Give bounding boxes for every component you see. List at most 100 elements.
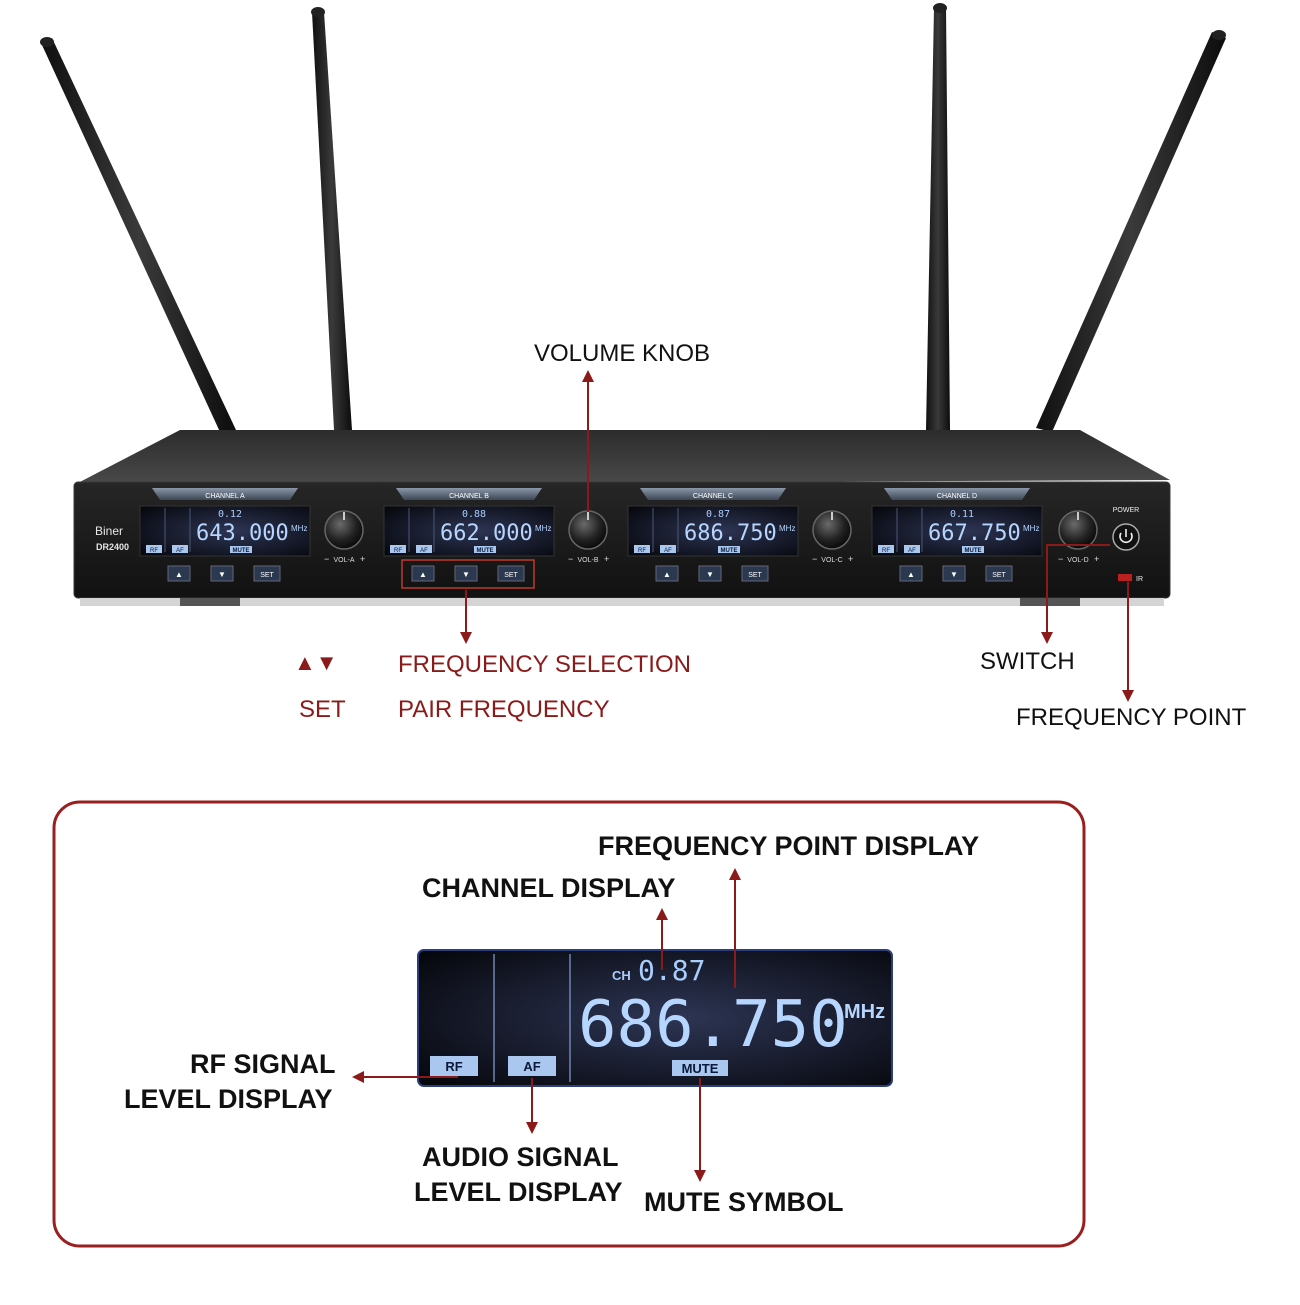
channel-c-down-button[interactable]: ▼	[698, 565, 722, 582]
channel-c-vol-label: VOL-C	[821, 557, 842, 564]
channel-c-vol-plus: +	[848, 554, 853, 564]
detail-lcd-af: AF	[523, 1059, 540, 1074]
channel-d-vol-label: VOL-D	[1067, 557, 1088, 564]
channel-d-lcd	[871, 505, 1043, 557]
channel-c-ch: 0.87	[706, 509, 730, 520]
receiver-bottom-shadow	[80, 598, 1164, 606]
channel-b-ch: 0.88	[462, 509, 486, 520]
svg-text:SET: SET	[504, 572, 518, 579]
channel-c-section: CHANNEL C 0.87 686.750 MHz MUTE RF AF ▲ …	[627, 488, 853, 582]
channel-c-af: AF	[664, 548, 672, 554]
power-label: POWER	[1113, 507, 1139, 514]
channel-a-up-button[interactable]: ▲	[167, 565, 191, 582]
svg-text:▼: ▼	[218, 570, 226, 579]
model-label: DR2400	[96, 542, 129, 552]
channel-d-down-button[interactable]: ▼	[942, 565, 966, 582]
channel-d-freq: 667.750	[928, 521, 1021, 546]
channel-d-set-button[interactable]: SET	[985, 565, 1013, 582]
detail-frame	[52, 800, 1086, 1248]
channel-d-rf: RF	[882, 548, 890, 554]
detail-lcd-rf: RF	[445, 1059, 462, 1074]
audio-signal-label-line1: AUDIO SIGNAL	[422, 1142, 619, 1172]
svg-text:▼: ▼	[950, 570, 958, 579]
channel-c-set-button[interactable]: SET	[741, 565, 769, 582]
detail-lcd-ch-label: CH	[612, 968, 631, 983]
detail-lcd-ch: 0.87	[638, 954, 705, 987]
mute-symbol-label: MUTE SYMBOL	[644, 1187, 844, 1217]
svg-text:▲: ▲	[663, 570, 671, 579]
channel-d-section: CHANNEL D 0.11 667.750 MHz MUTE RF AF ▲ …	[871, 488, 1099, 582]
channel-c-freq: 686.750	[684, 521, 777, 546]
receiver-top	[74, 430, 1170, 485]
channel-c-vol-minus: −	[812, 554, 817, 564]
svg-text:SET: SET	[748, 572, 762, 579]
channel-b-volume-knob[interactable]	[568, 510, 608, 550]
channel-c-lcd	[627, 505, 799, 557]
detail-lcd-freq: 686.750	[578, 988, 848, 1062]
channel-b-unit: MHz	[535, 524, 551, 533]
channel-a-volume-knob[interactable]	[324, 510, 364, 550]
channel-a-lcd	[139, 505, 311, 557]
channel-b-down-button[interactable]: ▼	[454, 565, 478, 582]
channel-a-mute: MUTE	[233, 548, 250, 554]
channel-b-vol-label: VOL-B	[577, 557, 598, 564]
channel-a-freq: 643.000	[196, 521, 289, 546]
svg-text:SET: SET	[992, 572, 1006, 579]
channel-a-down-button[interactable]: ▼	[210, 565, 234, 582]
channel-a-tab	[152, 488, 298, 500]
detail-lcd-mute: MUTE	[682, 1061, 719, 1076]
channel-b-vol-plus: +	[604, 554, 609, 564]
channel-a-unit: MHz	[291, 524, 307, 533]
rf-signal-label-line1: RF SIGNAL	[190, 1049, 336, 1079]
antenna-4	[1036, 30, 1226, 432]
channel-c-tab	[640, 488, 786, 500]
channel-d-up-button[interactable]: ▲	[899, 565, 923, 582]
channel-a-vol-minus: −	[324, 554, 329, 564]
brand-label: Biner	[95, 524, 123, 538]
pair-frequency-callout: PAIR FREQUENCY	[398, 696, 610, 723]
channel-d-volume-knob[interactable]	[1058, 510, 1098, 550]
channel-d-name: CHANNEL D	[937, 493, 977, 500]
antenna-2	[311, 7, 352, 430]
volume-knob-callout: VOLUME KNOB	[534, 340, 711, 367]
channel-a-rf: RF	[150, 548, 158, 554]
channel-b-tab	[396, 488, 542, 500]
channel-d-unit: MHz	[1023, 524, 1039, 533]
channel-a-set-button[interactable]: SET	[253, 565, 281, 582]
rf-signal-label-line2: LEVEL DISPLAY	[124, 1084, 333, 1114]
channel-d-tab	[884, 488, 1030, 500]
channel-b-up-button[interactable]: ▲	[411, 565, 435, 582]
channel-b-freq: 662.000	[440, 521, 533, 546]
channel-c-up-button[interactable]: ▲	[655, 565, 679, 582]
channel-b-rf: RF	[394, 548, 402, 554]
channel-d-vol-minus: −	[1058, 554, 1063, 564]
channel-b-name: CHANNEL B	[449, 493, 489, 500]
svg-text:▲: ▲	[907, 570, 915, 579]
detail-lcd: CH 0.87 686.750 MHz RF AF MUTE	[417, 949, 893, 1087]
switch-callout: SWITCH	[980, 648, 1075, 675]
set-callout: SET	[299, 696, 346, 723]
channel-a-section: CHANNEL A 0.12 643.000 MHz MUTE RF AF ▲ …	[139, 488, 365, 582]
power-button[interactable]	[1112, 523, 1140, 551]
channel-d-vol-plus: +	[1094, 554, 1099, 564]
detail-arrows	[352, 868, 741, 1182]
channel-c-volume-knob[interactable]	[812, 510, 852, 550]
channel-b-mute: MUTE	[477, 548, 494, 554]
channel-d-ch: 0.11	[950, 509, 974, 520]
svg-text:▼: ▼	[462, 570, 470, 579]
channel-b-lcd	[383, 505, 555, 557]
channel-d-mute: MUTE	[965, 548, 982, 554]
audio-signal-label-line2: LEVEL DISPLAY	[414, 1177, 623, 1207]
channel-c-rf: RF	[638, 548, 646, 554]
antenna-3	[926, 3, 950, 430]
svg-text:▲: ▲	[419, 570, 427, 579]
channel-a-vol-label: VOL-A	[333, 557, 354, 564]
channel-c-name: CHANNEL C	[693, 493, 733, 500]
channel-a-af: AF	[176, 548, 184, 554]
channel-a-vol-plus: +	[360, 554, 365, 564]
channel-d-af: AF	[908, 548, 916, 554]
channel-a-ch: 0.12	[218, 509, 242, 520]
channel-b-set-button[interactable]: SET	[497, 565, 525, 582]
